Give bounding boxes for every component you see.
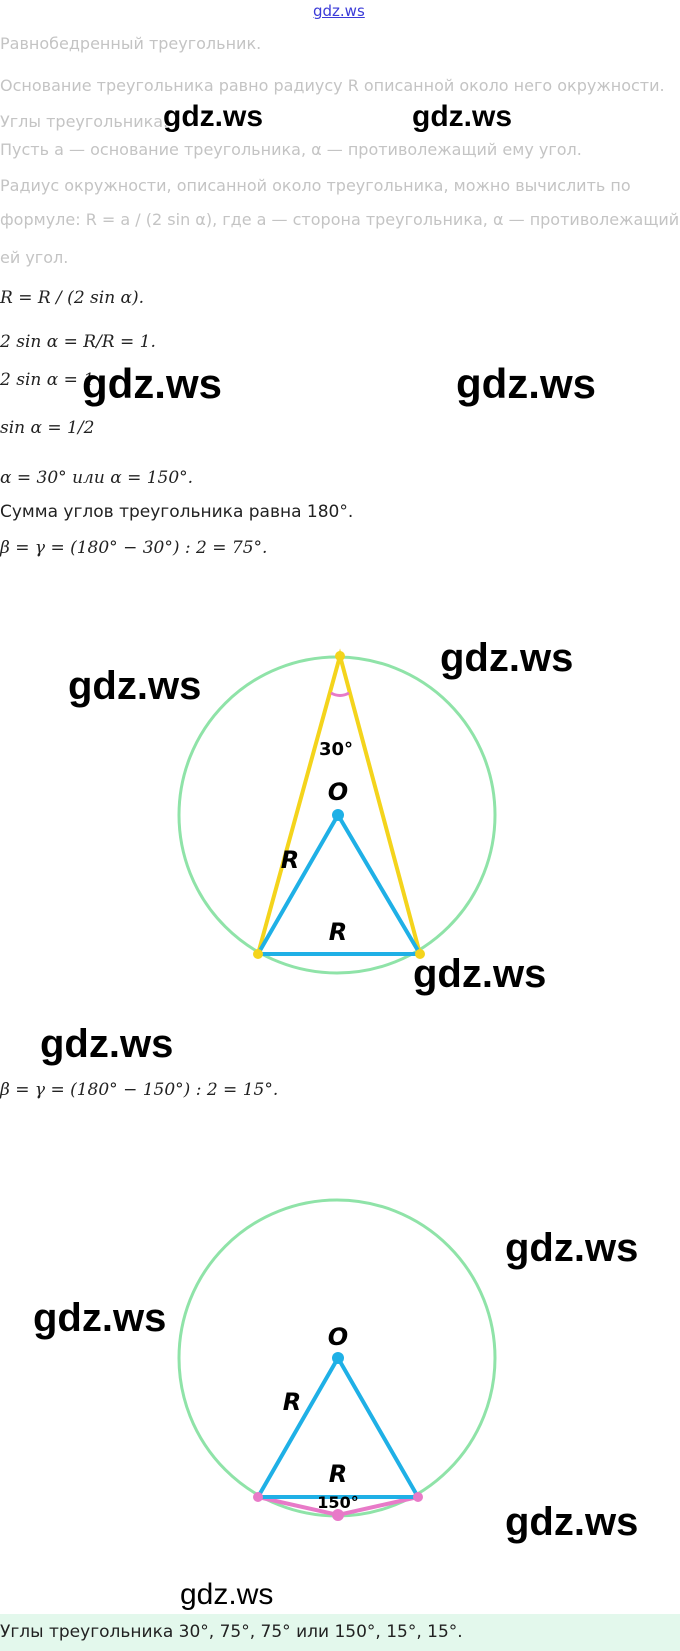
formula: β = γ = (180° − 150°) : 2 = 15°. xyxy=(0,1080,279,1100)
text-line: Пусть a — основание треугольника, α — пр… xyxy=(0,140,582,159)
center-label: O xyxy=(328,778,348,806)
answer-box: Углы треугольника 30°, 75°, 75° или 150°… xyxy=(0,1614,680,1651)
side-label: R xyxy=(283,1388,301,1416)
side-label: R xyxy=(329,918,347,946)
watermark: gdz.ws xyxy=(180,1578,274,1611)
side-label: R xyxy=(281,846,299,874)
formula: R = R / (2 sin α). xyxy=(0,288,145,308)
watermark: gdz.ws xyxy=(163,100,264,133)
text-line: ей угол. xyxy=(0,248,69,267)
text-line: Углы треугольника. xyxy=(0,112,169,131)
watermark: gdz.ws xyxy=(68,664,202,708)
watermark: gdz.ws xyxy=(412,100,513,133)
text-line: Основание треугольника равно радиусу R о… xyxy=(0,76,665,95)
header-link[interactable]: gdz.ws xyxy=(313,2,365,20)
angle-label: 30° xyxy=(319,739,353,760)
center-label: O xyxy=(328,1323,348,1351)
text-line: Радиус окружности, описанной около треуг… xyxy=(0,176,631,195)
formula: β = γ = (180° − 30°) : 2 = 75°. xyxy=(0,538,268,558)
formula: sin α = 1/2 xyxy=(0,418,95,438)
watermark: gdz.ws xyxy=(33,1296,167,1340)
watermark: gdz.ws xyxy=(456,360,597,407)
watermark: gdz.ws xyxy=(82,360,223,407)
text-line: Равнобедренный треугольник. xyxy=(0,34,262,53)
answer-text: Углы треугольника 30°, 75°, 75° или 150°… xyxy=(0,1622,463,1642)
diagram-150: O R R 150° xyxy=(177,1198,497,1521)
formula: 2 sin α = R/R = 1. xyxy=(0,332,156,352)
diagram-30: 30° O R R xyxy=(177,648,497,975)
watermark: gdz.ws xyxy=(40,1022,174,1066)
watermark: gdz.ws xyxy=(413,952,547,996)
text-line: формуле: R = a / (2 sin α), где a — стор… xyxy=(0,210,680,229)
formula: α = 30° или α = 150°. xyxy=(0,468,194,488)
watermark: gdz.ws xyxy=(505,1226,639,1270)
formula: Сумма углов треугольника равна 180°. xyxy=(0,502,354,522)
watermark: gdz.ws xyxy=(440,636,574,680)
side-label: R xyxy=(329,1460,347,1488)
angle-label: 150° xyxy=(317,1493,358,1512)
watermark: gdz.ws xyxy=(505,1500,639,1544)
formula: 2 sin α = 1 xyxy=(0,370,95,390)
